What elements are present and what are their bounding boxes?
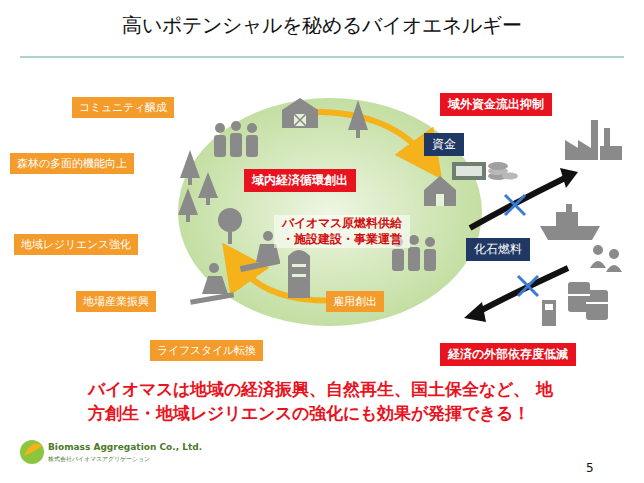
factory-icon (565, 120, 622, 160)
flow-label-box: 化石燃料 (466, 238, 530, 261)
flow-arrowhead (560, 168, 578, 188)
benefit-box: 雇用創出 (326, 291, 384, 312)
ellipse-outline (177, 98, 479, 326)
box-text: 域外資金流出抑制 (448, 96, 544, 113)
flow-label-box: 資金 (424, 133, 464, 156)
center-text: バイオマス原燃料供給 ・施設建設・事業運営 (274, 215, 410, 248)
box-text: 地域レジリエンス強化 (21, 237, 131, 252)
highlight-box: 経済の外部依存度低減 (440, 343, 576, 366)
ship-icon (540, 204, 600, 240)
money-icon (452, 162, 518, 180)
people-icon (214, 121, 258, 157)
box-text: コミュニティ醸成 (79, 100, 167, 115)
box-text: 地場産業振興 (83, 294, 149, 309)
flow-arrowhead (464, 302, 486, 322)
box-text: 経済の外部依存度低減 (448, 346, 568, 363)
silo-icon (288, 250, 310, 298)
box-text: 資金 (432, 136, 456, 153)
people-icon (590, 245, 622, 272)
region-ellipse: バイオマス原燃料供給 ・施設建設・事業運営 域内経済循環創出雇用創出 (176, 97, 480, 327)
box-text: ライフスタイル転換 (157, 343, 256, 358)
benefit-box: コミュニティ醸成 (72, 97, 174, 118)
barn-icon (282, 98, 318, 128)
benefit-box: 地域レジリエンス強化 (14, 234, 138, 255)
tree-icon (178, 150, 242, 244)
flow-arrow (470, 178, 565, 228)
box-text: 森林の多面的機能向上 (17, 156, 127, 171)
tree-icon (348, 100, 368, 138)
slide-title: 高いポテンシャルを秘めるバイオエネルギー (0, 12, 644, 39)
region-ellipse (178, 98, 482, 326)
logo-mark (20, 440, 44, 464)
benefit-box: ライフスタイル転換 (150, 340, 263, 361)
caption-text: バイオマスは地域の経済振興、自然再生、国土保全など、 地方創生・地域レジリエンス… (88, 378, 558, 426)
logo-text: Biomass Aggregation Co., Ltd. (48, 442, 202, 452)
worker-icon (190, 231, 280, 305)
title-rule (20, 57, 624, 58)
house-icon (424, 176, 456, 206)
block-cross (518, 276, 538, 296)
box-text: 化石燃料 (474, 241, 522, 258)
logo-subtext: 株式会社バイオマスアグリゲーション (48, 455, 150, 464)
block-cross (505, 195, 525, 215)
highlight-box: 域外資金流出抑制 (440, 93, 552, 116)
benefit-box: 地場産業振興 (76, 291, 156, 312)
page-number: 5 (586, 461, 594, 475)
box-text: 雇用創出 (333, 294, 377, 309)
benefit-box: 森林の多面的機能向上 (10, 153, 134, 174)
box-text: 域内経済循環創出 (252, 172, 348, 189)
highlight-box: 域内経済循環創出 (244, 169, 356, 192)
fuel-icon (542, 282, 608, 326)
